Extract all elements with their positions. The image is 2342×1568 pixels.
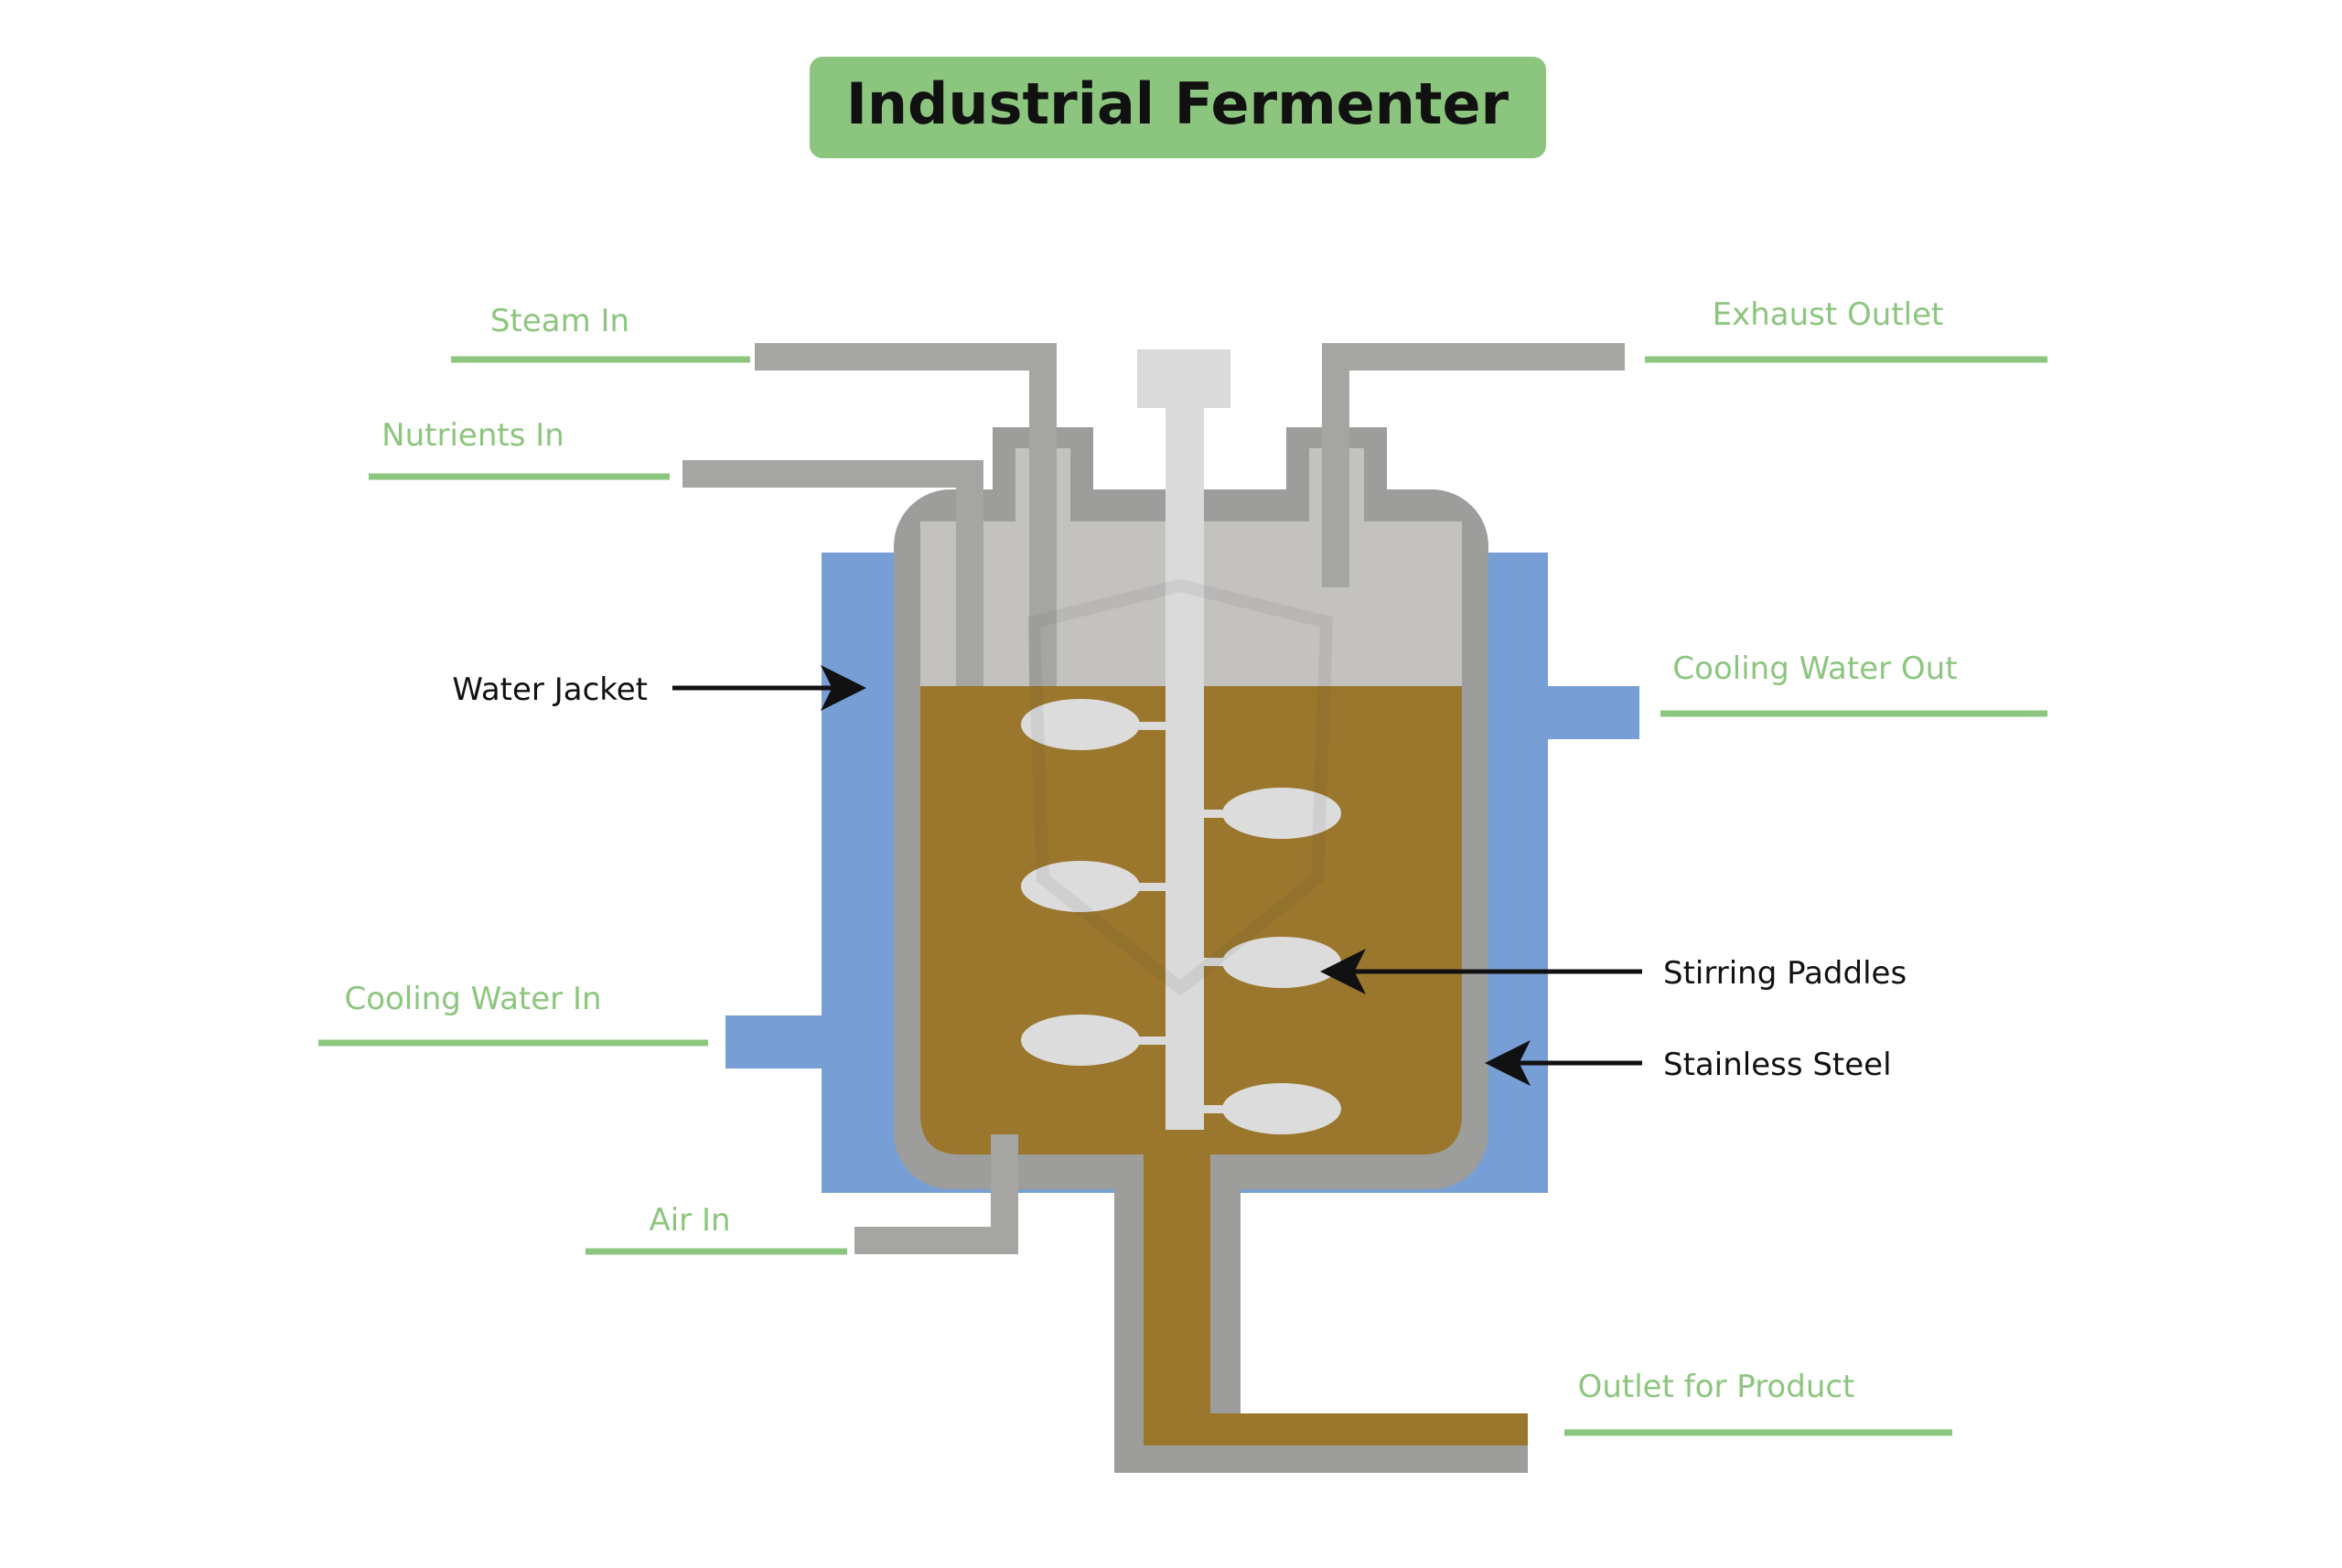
outlet-pipe-wall — [1114, 1155, 1528, 1473]
stirrer — [1021, 349, 1341, 1134]
stirring-paddle — [1021, 861, 1140, 912]
steam-pipe — [755, 343, 1057, 686]
cooling-water-outlet-nozzle — [1544, 686, 1639, 739]
air-pipe — [854, 1134, 1018, 1254]
paddle-arm-2 — [1198, 810, 1230, 818]
stirring-paddles-label: Stirring Paddles — [1663, 955, 1907, 992]
title-background — [810, 57, 1546, 158]
flow-arrows — [318, 356, 2048, 1436]
air-in-label: Air In — [649, 1202, 730, 1239]
stirring-paddle — [1222, 937, 1341, 988]
stirring-paddle — [1021, 699, 1140, 750]
exhaust-pipe — [1322, 343, 1625, 587]
flow-labels: Steam In Nutrients In Exhaust Outlet Coo… — [344, 296, 1957, 1405]
stirring-paddle — [1222, 788, 1341, 839]
watermark-crest — [1026, 578, 1334, 996]
stirring-paddle — [1021, 1015, 1140, 1066]
water-jacket-label: Water Jacket — [452, 671, 648, 708]
pointer-arrows — [672, 665, 1642, 1086]
paddle-arm-6 — [1198, 1105, 1230, 1113]
steam-in-label: Steam In — [490, 303, 629, 339]
paddle-arm-3 — [1139, 883, 1171, 891]
cooling-water-out-label: Cooling Water Out — [1672, 650, 1957, 687]
product-outlet-pipe — [1114, 1144, 1528, 1473]
exhaust-outlet-label: Exhaust Outlet — [1713, 296, 1944, 333]
part-labels: Water Jacket Stirring Paddles Stainless … — [452, 671, 1907, 1083]
nutrients-pipe — [682, 460, 983, 686]
stainless-steel-label: Stainless Steel — [1663, 1047, 1892, 1083]
motor-housing — [1137, 349, 1230, 408]
cooling-water-inlet-nozzle — [725, 1015, 826, 1069]
stirring-paddle — [1222, 1083, 1341, 1134]
outlet-for-product-label: Outlet for Product — [1578, 1369, 1855, 1405]
stirrer-shaft — [1166, 403, 1204, 1130]
paddle-arm-5 — [1139, 1036, 1171, 1045]
process-pipes — [682, 343, 1625, 1254]
outlet-pipe-product — [1144, 1144, 1528, 1445]
title-box: Industrial Fermenter — [810, 57, 1546, 158]
nutrients-in-label: Nutrients In — [381, 417, 564, 454]
paddle-arm-1 — [1139, 722, 1171, 730]
paddle-arm-4 — [1198, 958, 1230, 966]
diagram-title: Industrial Fermenter — [846, 70, 1509, 137]
cooling-water-in-label: Cooling Water In — [344, 981, 601, 1017]
